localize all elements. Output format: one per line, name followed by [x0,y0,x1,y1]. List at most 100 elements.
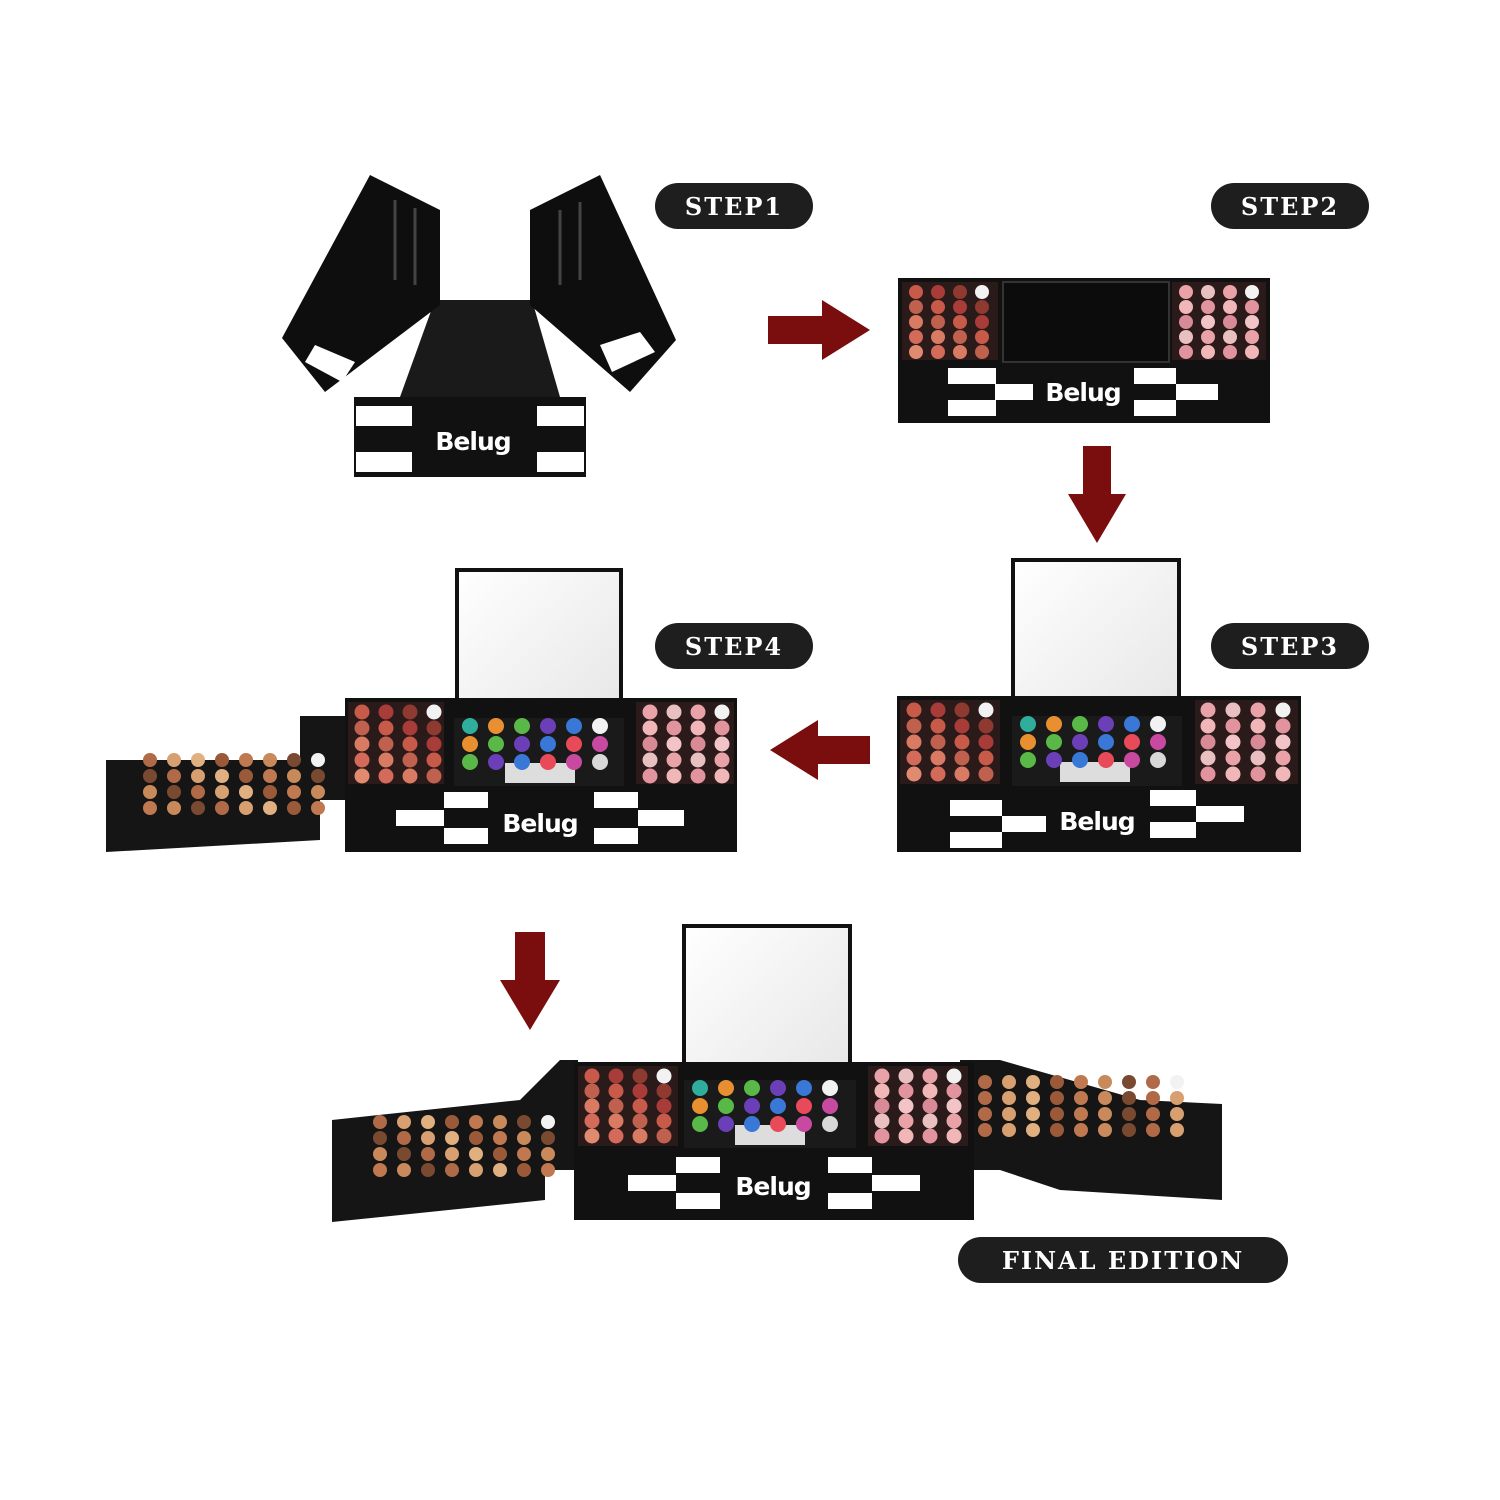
eyeshadow-pan [215,753,229,767]
eyeshadow-pan [978,1123,992,1137]
eyeshadow-pan [1245,315,1259,329]
step4-label: STEP4 [655,623,813,669]
eyeshadow-pan [462,754,478,770]
eyeshadow-pan [354,736,370,752]
eyeshadow-pan [714,752,730,768]
eyeshadow-pan [287,769,301,783]
eyeshadow-pan [744,1080,760,1096]
eyeshadow-pan [1074,1075,1088,1089]
eyeshadow-pan [1050,1091,1064,1105]
eyeshadow-pan [239,801,253,815]
eyeshadow-pan [1179,315,1193,329]
eyeshadow-pan [191,753,205,767]
eyeshadow-pan [714,736,730,752]
eyeshadow-pan [540,736,556,752]
eyeshadow-pan [1020,752,1036,768]
eyeshadow-pan [666,704,682,720]
eyeshadow-pan [517,1163,531,1177]
eyeshadow-pan [909,345,923,359]
eyeshadow-pan [1200,750,1216,766]
eyeshadow-pan [239,769,253,783]
eyeshadow-pan [931,300,945,314]
eyeshadow-pan [1146,1107,1160,1121]
eyeshadow-pan [566,718,582,734]
eyeshadow-pan [541,1131,555,1145]
eyeshadow-pan [488,754,504,770]
eyeshadow-pan [1072,752,1088,768]
final-edition-label: FINAL EDITION [958,1237,1288,1283]
eyeshadow-pan [311,801,325,815]
eyeshadow-pan [378,768,394,784]
eyeshadow-pan [714,768,730,784]
eyeshadow-pan [311,785,325,799]
eyeshadow-pan [426,736,442,752]
eyeshadow-pan [1245,300,1259,314]
eyeshadow-pan [373,1163,387,1177]
brand-logo-step3: Belug [1059,807,1134,836]
eyeshadow-pan [922,1083,938,1099]
eyeshadow-pan [714,704,730,720]
eyeshadow-pan [1050,1123,1064,1137]
eyeshadow-pan [397,1147,411,1161]
eyeshadow-pan [954,734,970,750]
eyeshadow-pan [540,754,556,770]
step1-closed-case: Belug [282,175,676,477]
eyeshadow-pan [1179,300,1193,314]
eyeshadow-pan [373,1147,387,1161]
eyeshadow-pan [714,720,730,736]
eyeshadow-pan [493,1163,507,1177]
eyeshadow-pan [402,768,418,784]
step2-label: STEP2 [1211,183,1369,229]
eyeshadow-pan [978,1075,992,1089]
eyeshadow-pan [666,768,682,784]
eyeshadow-pan [1200,766,1216,782]
eyeshadow-pan [1245,285,1259,299]
eyeshadow-pan [690,704,706,720]
eyeshadow-pan [239,785,253,799]
eyeshadow-pan [402,720,418,736]
eyeshadow-pan [584,1083,600,1099]
eyeshadow-pan [1020,734,1036,750]
eyeshadow-pan [1225,750,1241,766]
eyeshadow-pan [514,736,530,752]
eyeshadow-pan [1074,1123,1088,1137]
eyeshadow-pan [426,768,442,784]
eyeshadow-pan [1124,716,1140,732]
eyeshadow-pan [566,754,582,770]
eyeshadow-pan [1275,718,1291,734]
eyeshadow-pan [287,753,301,767]
eyeshadow-pan [541,1115,555,1129]
eyeshadow-pan [978,734,994,750]
eyeshadow-pan [931,285,945,299]
eyeshadow-pan [1026,1107,1040,1121]
eyeshadow-pan [1170,1075,1184,1089]
eyeshadow-pan [1020,716,1036,732]
step4-case-left-trays: Belug [106,568,737,852]
eyeshadow-pan [462,736,478,752]
eyeshadow-pan [931,330,945,344]
eyeshadow-pan [1098,716,1114,732]
eyeshadow-pan [143,753,157,767]
eyeshadow-pan [632,1068,648,1084]
eyeshadow-pan [1250,766,1266,782]
eyeshadow-pan [953,345,967,359]
eyeshadow-pan [1179,330,1193,344]
eyeshadow-pan [143,785,157,799]
eyeshadow-pan [517,1147,531,1161]
eyeshadow-pan [975,315,989,329]
eyeshadow-pan [1098,1091,1112,1105]
eyeshadow-pan [898,1083,914,1099]
eyeshadow-pan [1072,734,1088,750]
eyeshadow-pan [1201,330,1215,344]
eyeshadow-pan [469,1147,483,1161]
eyeshadow-pan [493,1115,507,1129]
eyeshadow-pan [1201,285,1215,299]
eyeshadow-pan [1026,1091,1040,1105]
eyeshadow-pan [909,300,923,314]
eyeshadow-pan [354,704,370,720]
eyeshadow-pan [1170,1091,1184,1105]
eyeshadow-pan [1098,1123,1112,1137]
eyeshadow-pan [931,315,945,329]
eyeshadow-pan [402,704,418,720]
step1-label: STEP1 [655,183,813,229]
